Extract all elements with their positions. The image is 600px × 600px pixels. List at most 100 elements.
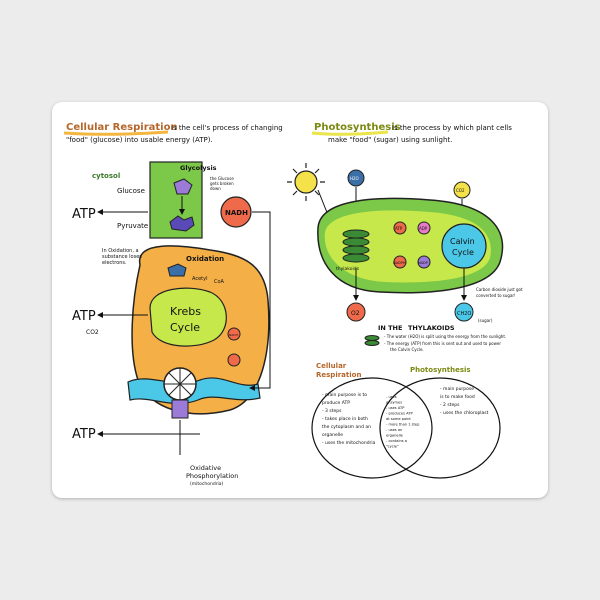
coa-label: CoA	[214, 279, 225, 285]
thylakoid-mini-icon	[364, 335, 380, 346]
cr-title-rest-2: "food" (glucose) into usable energy (ATP…	[66, 136, 213, 144]
venn-item: - 2 steps	[440, 402, 460, 408]
cytosol-label: cytosol	[92, 172, 120, 180]
venn-item: "cycle"	[386, 445, 399, 449]
venn-diagram: Cellular Respiration Photosynthesis - ma…	[311, 362, 501, 479]
venn-circle-left	[311, 377, 433, 479]
glucose-label: Glucose	[117, 187, 145, 195]
venn-item: - uses the chloroplast	[440, 410, 489, 416]
atp-pill	[393, 221, 407, 235]
venn-item: at some point	[386, 417, 411, 421]
cr-title-rest-1: is the cell's process of changing	[171, 124, 283, 132]
ch2o-circle	[454, 302, 474, 322]
oxidation-note-2: substance loses	[102, 254, 142, 260]
venn-item: - produces ATP	[386, 412, 413, 416]
thylakoids-heading: THYLAKOIDS	[408, 324, 455, 332]
glycolysis-note-1: the Glucose	[210, 176, 234, 181]
co2-krebs: CO2	[86, 329, 99, 336]
venn-right-list: - main purpose is to make food - 2 steps - …	[440, 386, 489, 416]
krebs-label-2: Cycle	[170, 321, 200, 334]
oxidation-note-3: electrons.	[102, 260, 127, 266]
h2o-input-label: H2O	[350, 176, 359, 181]
small-nadh-label: NADH	[229, 333, 238, 337]
venn-item: - 3 steps	[322, 408, 342, 414]
venn-item: - takes place in both	[322, 416, 368, 422]
venn-item: - uses ATP	[386, 406, 405, 410]
oxphos-label-1: Oxidative	[190, 464, 221, 472]
stroma	[324, 210, 491, 283]
venn-item: - uses the mitochondria	[322, 440, 376, 446]
oxphos-label-2: Phosphorylation	[186, 472, 238, 480]
atp-oxphos: ATP	[72, 427, 96, 442]
venn-item: - uses an	[386, 428, 402, 432]
glucose-molecule-icon	[173, 178, 193, 195]
sugar-label: (sugar)	[478, 318, 493, 323]
nadh-label: NADH	[225, 209, 248, 217]
thylakoids-small-label: thylakoids	[336, 266, 360, 272]
acetyl-label: Acetyl	[192, 276, 207, 282]
venn-left-title-2: Respiration	[316, 371, 361, 379]
ps-adp-label: ADP	[419, 226, 428, 231]
calvin-cycle-circle	[441, 223, 487, 269]
venn-item: organelle	[386, 434, 404, 438]
cr-title: Cellular Respiration	[66, 122, 178, 133]
cr-title-underline	[63, 130, 169, 136]
carbon-note-1: Carbon dioxide just got	[476, 287, 523, 292]
ps-title-underline	[311, 130, 389, 136]
pyruvate-label: Pyruvate	[117, 222, 148, 230]
calvin-label-1: Calvin	[450, 237, 475, 246]
atp-synthase-base	[171, 399, 189, 419]
co2-input-label: CO2	[456, 188, 465, 193]
ps-atp-label: ATP	[395, 226, 403, 231]
nadp-pill	[417, 255, 431, 269]
krebs-cycle-blob	[149, 287, 227, 347]
thy-note-1: - The water (H2O) is split using the ene…	[384, 334, 506, 339]
atp-synthase-spokes	[164, 368, 196, 400]
small-nadh-1	[227, 327, 241, 341]
ps-title-rest-1: is the process by which plant cells	[392, 124, 512, 132]
venn-item: produce ATP	[322, 400, 350, 406]
adp-pill	[417, 221, 431, 235]
venn-right-title: Photosynthesis	[410, 366, 471, 374]
o2-label: O2	[351, 310, 360, 317]
oxphos-label-3: (mitochondria)	[190, 481, 224, 487]
thy-note-2: - The energy (ATP) from this is sent out…	[384, 341, 501, 346]
ps-nadp-label: NADP	[418, 261, 428, 265]
venn-item: enzymes	[386, 401, 402, 405]
venn-item: is to make food	[440, 394, 475, 400]
co2-circle	[453, 181, 471, 199]
venn-item: organelle	[322, 432, 343, 438]
oxidation-label: Oxidation	[186, 255, 224, 263]
venn-left-title-1: Cellular	[316, 362, 347, 370]
nadh-circle	[220, 196, 252, 228]
ch2o-label: CH2O	[457, 311, 471, 317]
atp-krebs: ATP	[72, 309, 96, 324]
photosynthesis-section: Photosynthesis is the process by which p…	[287, 122, 523, 352]
thylakoid-stack	[342, 229, 370, 263]
acetyl-molecule-icon	[167, 263, 187, 277]
ps-title: Photosynthesis	[314, 122, 401, 133]
small-nadh-2	[227, 353, 241, 367]
nadh-to-etc-line	[249, 211, 271, 391]
oxidation-note-1: In Oxidation, a	[102, 248, 139, 254]
glycolysis-label: Glycolysis	[180, 164, 217, 172]
pyruvate-molecule-icon	[169, 215, 195, 232]
nadph-pill	[393, 255, 407, 269]
venn-item: - contains a	[386, 439, 407, 443]
venn-item: the cytoplasm and an	[322, 424, 371, 430]
in-the-label: IN THE	[378, 324, 402, 332]
glycolysis-note-3: down	[210, 186, 221, 191]
atp-glycolysis: ATP	[72, 207, 96, 222]
ps-title-rest-2: make "food" (sugar) using sunlight.	[328, 136, 452, 144]
venn-item: - main purpose	[440, 386, 474, 392]
o2-circle	[346, 302, 366, 322]
h2o-circle	[347, 169, 365, 187]
calvin-label-2: Cycle	[452, 248, 474, 257]
thy-note-3: the Calvin Cycle.	[390, 347, 424, 352]
krebs-label-1: Krebs	[170, 305, 201, 318]
venn-item: - more than 1 step	[386, 423, 420, 427]
sun-icon	[287, 163, 325, 201]
